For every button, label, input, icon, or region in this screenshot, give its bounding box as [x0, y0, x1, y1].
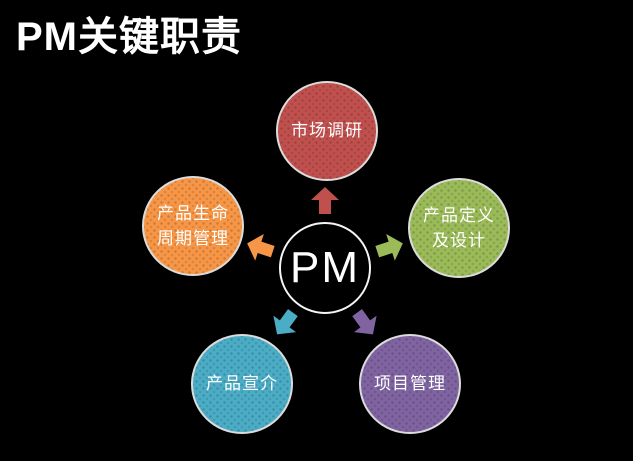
- node-label: 产品生命: [157, 203, 229, 223]
- arrow-to-product-lifecycle-icon: [243, 230, 277, 265]
- node-label: 产品定义: [423, 205, 495, 225]
- pm-center-label: PM: [290, 243, 360, 292]
- pm-center-circle: PM: [279, 222, 371, 314]
- node-project-management: 项目管理: [359, 334, 461, 434]
- node-label: 产品宣介: [206, 374, 278, 394]
- node-label: 市场调研: [291, 121, 363, 141]
- node-product-promotion: 产品宣介: [191, 334, 293, 434]
- slide-title: PM关键职责: [16, 15, 242, 59]
- arrow-to-product-promotion-icon: [266, 304, 305, 342]
- node-product-lifecycle-management: 产品生命 周期管理: [142, 176, 244, 276]
- arrow-to-project-management-icon: [346, 304, 385, 342]
- node-market-research: 市场调研: [276, 81, 378, 181]
- node-label: 及设计: [432, 231, 486, 250]
- arrow-to-market-research-icon: [311, 187, 339, 214]
- node-product-definition-and-design: 产品定义 及设计: [408, 178, 510, 278]
- node-label: 项目管理: [374, 374, 446, 394]
- arrow-to-product-definition-icon: [373, 230, 407, 265]
- node-label: 周期管理: [157, 229, 229, 248]
